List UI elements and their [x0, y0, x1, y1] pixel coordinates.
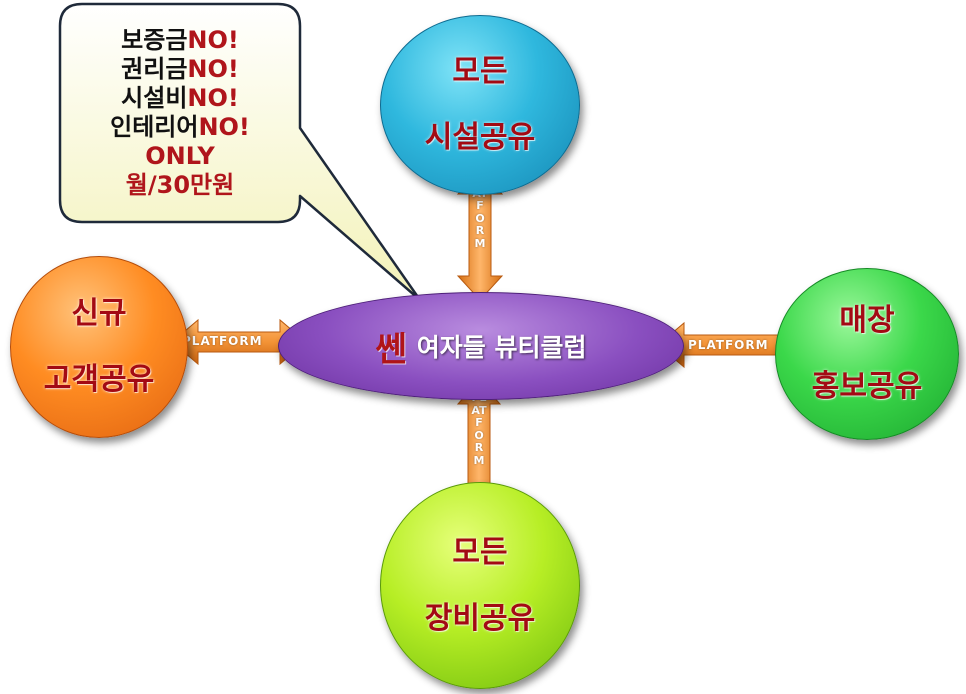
node-left-line1: 신규 — [71, 296, 127, 331]
callout-row-only: ONLY — [145, 142, 215, 170]
node-bottom-line2: 장비공유 — [424, 600, 536, 636]
platform-label-right: PLATFORM — [688, 338, 769, 352]
node-right-line2: 홍보공유 — [811, 369, 923, 404]
callout-row-price: 월/30만원 — [125, 171, 235, 199]
callout-text: 보증금NO! 권리금NO! 시설비NO! 인테리어NO! ONLY 월/30만원 — [60, 4, 300, 222]
callout-row-premium: 권리금NO! — [121, 55, 239, 83]
node-top-line1: 모든 — [452, 54, 508, 89]
node-bottom-line1: 모든 — [452, 534, 508, 570]
callout-row-interior: 인테리어NO! — [110, 113, 250, 141]
node-customer-sharing: 신규 고객공유 — [10, 256, 188, 438]
callout-row-deposit: 보증금NO! — [121, 26, 239, 54]
platform-label-left: PLATFORM — [182, 334, 263, 348]
node-top-line2: 시설공유 — [424, 120, 536, 155]
node-facility-sharing: 모든 시설공유 — [380, 15, 580, 195]
center-brand-node: 쎈 여자들 뷰티클럽 — [278, 292, 684, 400]
node-promotion-sharing: 매장 홍보공유 — [775, 268, 959, 440]
node-right-line1: 매장 — [839, 303, 895, 338]
callout-bubble — [58, 2, 422, 302]
brand-name: 여자들 뷰티클럽 — [416, 333, 587, 362]
node-left-line2: 고객공유 — [43, 362, 155, 397]
platform-label-bottom: PLATFORM — [471, 391, 487, 467]
brand-mark: 쎈 — [375, 329, 407, 370]
callout-row-facility-fee: 시설비NO! — [121, 84, 239, 112]
node-equipment-sharing: 모든 장비공유 — [380, 482, 580, 689]
